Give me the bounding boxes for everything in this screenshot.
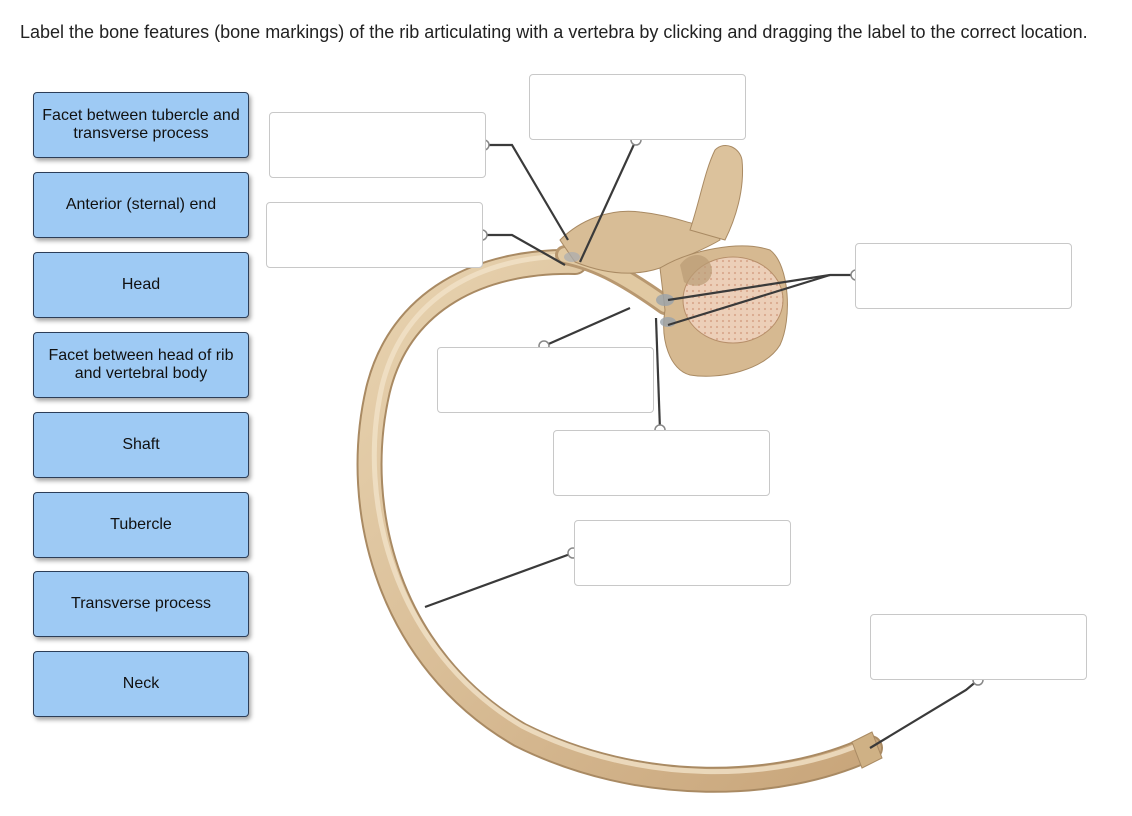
label-neck[interactable]: Neck [33, 651, 249, 717]
label-facet-head-vertebral-body[interactable]: Facet between head of rib and vertebral … [33, 332, 249, 398]
leader-lines [424, 139, 979, 749]
drop-target-8[interactable] [870, 614, 1087, 680]
drop-target-6[interactable] [553, 430, 770, 496]
drop-target-4[interactable] [855, 243, 1072, 309]
rib-bone [356, 245, 883, 793]
label-transverse-process[interactable]: Transverse process [33, 571, 249, 637]
drop-target-5[interactable] [437, 347, 654, 413]
vertebra [559, 145, 788, 377]
label-facet-tubercle-transverse[interactable]: Facet between tubercle and transverse pr… [33, 92, 249, 158]
instructions-text: Label the bone features (bone markings) … [20, 22, 1088, 42]
label-tubercle[interactable]: Tubercle [33, 492, 249, 558]
drop-target-2[interactable] [269, 112, 486, 178]
label-shaft[interactable]: Shaft [33, 412, 249, 478]
label-head[interactable]: Head [33, 252, 249, 318]
label-anterior-sternal-end[interactable]: Anterior (sternal) end [33, 172, 249, 238]
drop-target-3[interactable] [266, 202, 483, 268]
drop-target-1[interactable] [529, 74, 746, 140]
drop-target-7[interactable] [574, 520, 791, 586]
